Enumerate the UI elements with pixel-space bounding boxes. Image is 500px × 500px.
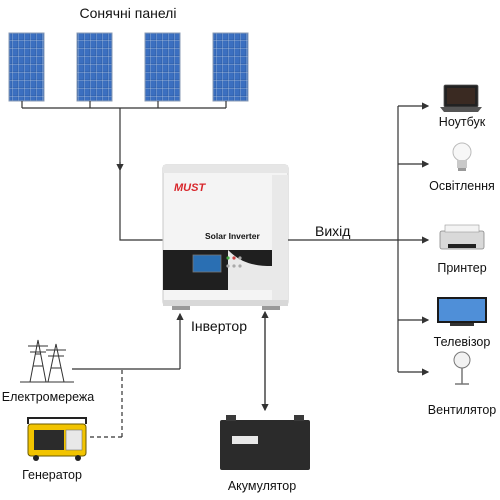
power-tower-icon (20, 339, 74, 383)
output-wiring (288, 102, 430, 376)
load-label-printer: Принтер (437, 261, 487, 275)
grid-label: Електромережа (1, 390, 95, 404)
solar-panel-1 (8, 32, 45, 108)
load-label-tv: Телевізор (433, 335, 491, 349)
input-wiring (72, 312, 184, 438)
printer-icon (439, 224, 485, 250)
fan-icon (453, 351, 471, 385)
solar-panels-title: Сонячні панелі (79, 5, 177, 21)
generator-label: Генератор (22, 468, 82, 482)
battery-icon (220, 415, 310, 470)
tv-icon (437, 297, 487, 326)
generator-icon (27, 417, 87, 461)
panel-wiring (22, 107, 226, 241)
inverter-label: Інвертор (191, 318, 247, 334)
inverter-brand-logo: MUST (174, 182, 206, 194)
solar-panel-3 (144, 32, 181, 108)
inverter (162, 164, 289, 310)
light-bulb-icon (452, 142, 472, 171)
load-label-fan: Вентилятор (427, 403, 497, 417)
laptop-icon (440, 84, 482, 112)
solar-panel-4 (212, 32, 249, 108)
solar-panel-2 (76, 32, 113, 108)
inverter-model-label: Solar Inverter (205, 231, 260, 241)
output-label: Вихід (315, 223, 351, 239)
load-label-laptop: Ноутбук (438, 115, 486, 129)
solar-panels (8, 32, 249, 108)
inverter-display (192, 254, 222, 273)
battery-label: Акумулятор (227, 479, 297, 493)
load-label-lighting: Освітлення (429, 179, 495, 193)
